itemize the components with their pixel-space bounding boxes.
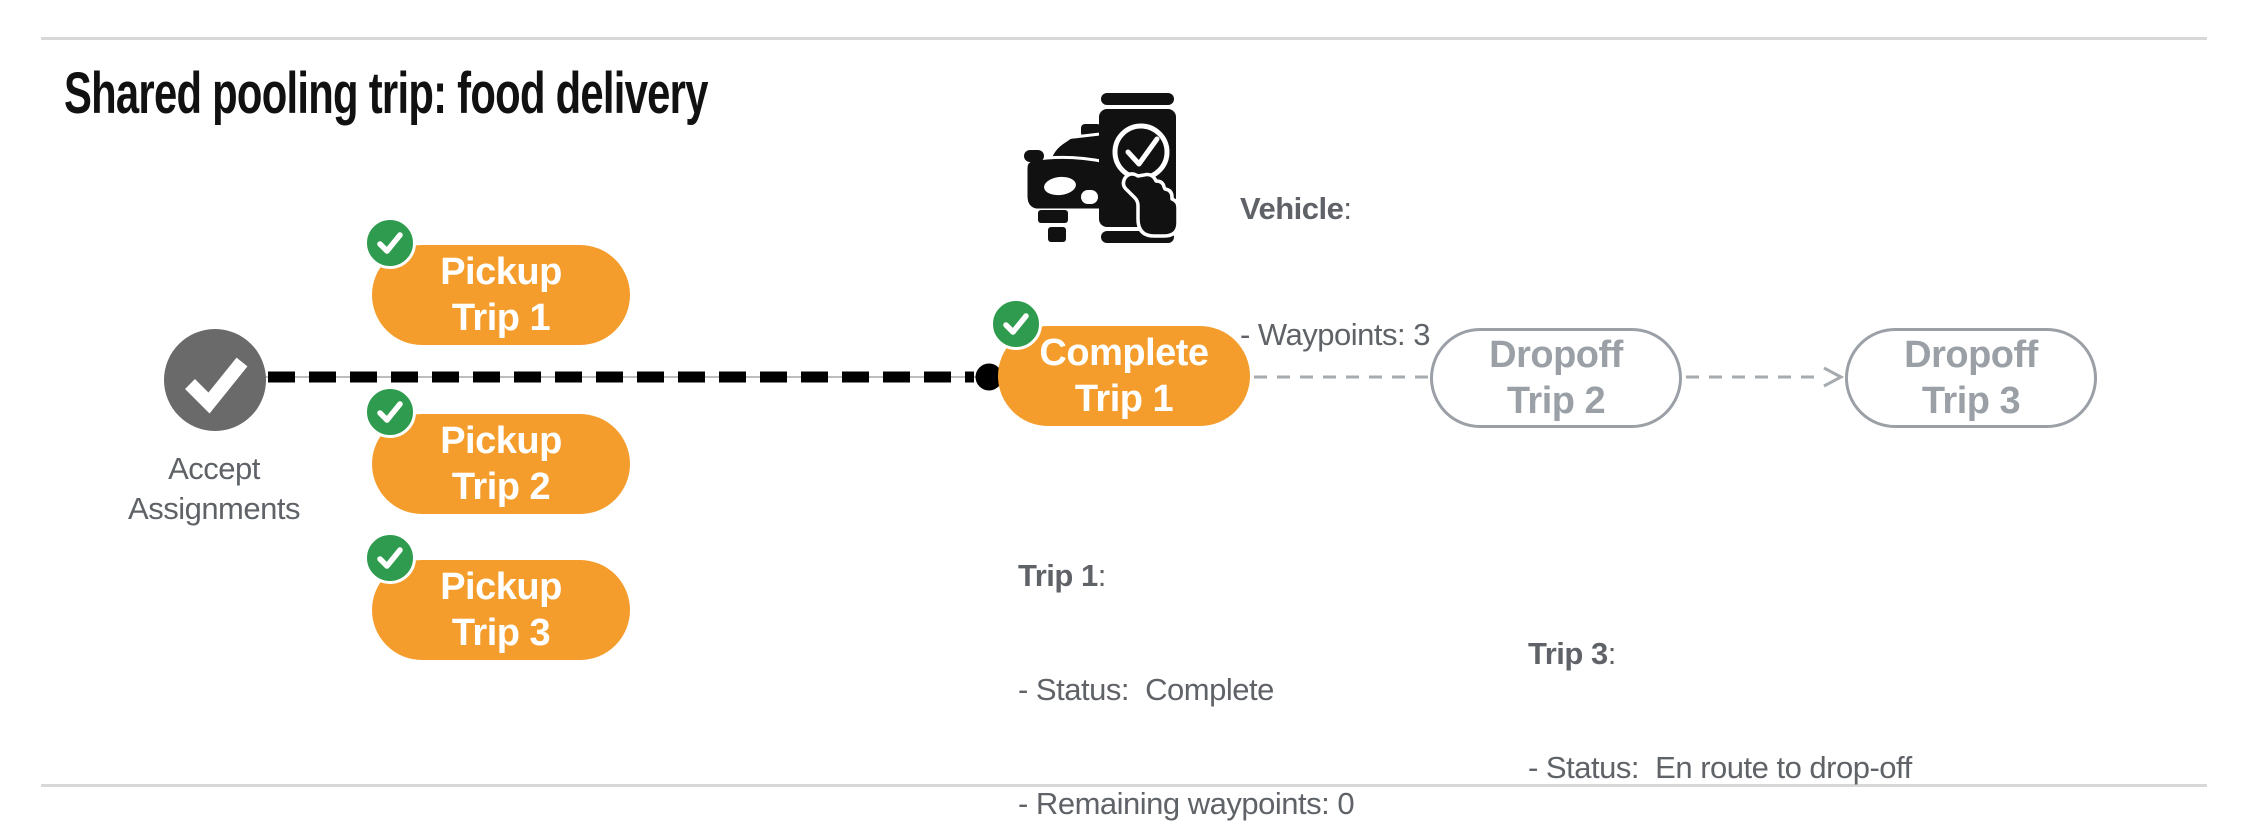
bottom-divider (41, 784, 2207, 787)
node-dropoff-trip-3: Dropoff Trip 3 (1845, 328, 2097, 428)
node-label: Trip 1 (451, 297, 551, 339)
node-label: Dropoff (1904, 334, 2038, 376)
node-label: Dropoff (1489, 334, 1623, 376)
trip-3-heading: Trip 3: (1528, 636, 1616, 671)
node-pickup-trip-2: Pickup Trip 2 (364, 386, 630, 514)
node-complete-trip-1: Complete Trip 1 (990, 298, 1250, 426)
trip-1-status-line: - Status: Complete (1018, 672, 1274, 707)
trip-status-block-1-2: Trip 1: - Status: Complete - Remaining w… (1018, 481, 1402, 825)
check-badge-icon (990, 298, 1042, 350)
trip-1-waypoints-line: - Remaining waypoints: 0 (1018, 786, 1355, 821)
node-label: Trip 3 (451, 612, 551, 654)
node-label: Complete (1039, 332, 1209, 374)
node-label: Pickup (440, 251, 562, 293)
start-label-line2: Assignments (128, 491, 300, 526)
start-node-label: Accept Assignments (64, 449, 364, 529)
node-pickup-trip-3: Pickup Trip 3 (364, 532, 630, 660)
page-title-text: Shared pooling trip: food delivery (64, 61, 708, 126)
check-badge-icon (364, 217, 416, 269)
trip-3-status-line: - Status: En route to drop-off (1528, 750, 1912, 785)
start-label-line1: Accept (168, 451, 260, 486)
vehicle-waypoints-line: - Waypoints: 3 (1240, 317, 1430, 352)
check-icon (185, 357, 248, 414)
node-accept-assignments (164, 329, 266, 431)
node-label: Trip 1 (1074, 378, 1174, 420)
node-label: Pickup (440, 420, 562, 462)
node-label: Trip 2 (1506, 380, 1606, 422)
node-label: Pickup (440, 566, 562, 608)
trip-1-heading: Trip 1: (1018, 558, 1106, 593)
page-title: Shared pooling trip: food delivery (64, 60, 958, 127)
check-badge-icon (364, 386, 416, 438)
node-label: Trip 3 (1921, 380, 2021, 422)
node-label: Trip 2 (451, 466, 551, 508)
top-divider (41, 37, 2207, 40)
check-badge-icon (364, 532, 416, 584)
vehicle-heading-suffix: : (1343, 191, 1352, 226)
vehicle-heading-label: Vehicle (1240, 191, 1344, 226)
node-pickup-trip-1: Pickup Trip 1 (364, 217, 630, 345)
vehicle-info: Vehicle: - Waypoints: 3 (1240, 104, 1430, 440)
car-phone-check-icon (1024, 93, 1180, 243)
vehicle-heading: Vehicle: (1240, 188, 1430, 230)
trip-status-block-3: Trip 3: - Status: En route to drop-off -… (1528, 559, 1912, 825)
arrowhead-icon (1823, 366, 1845, 388)
node-dropoff-trip-2: Dropoff Trip 2 (1430, 328, 1682, 428)
